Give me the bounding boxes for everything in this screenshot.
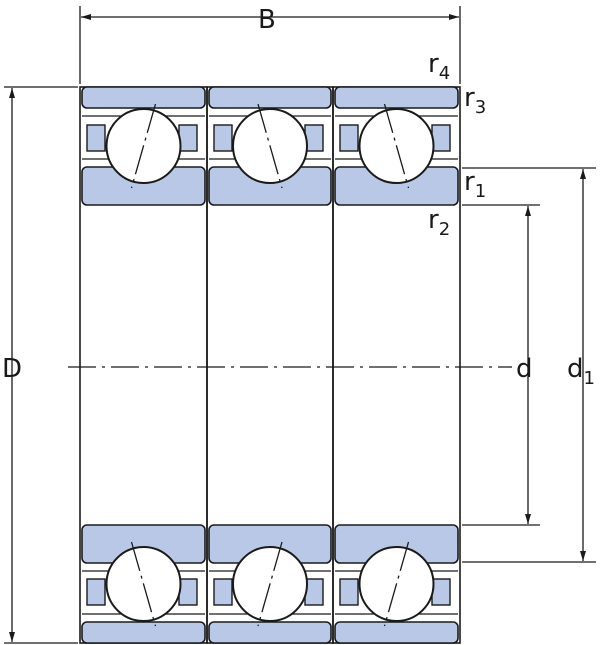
cage bbox=[178, 578, 198, 606]
label-d: d bbox=[516, 354, 533, 384]
outer-ring bbox=[334, 86, 459, 109]
contact-angle-line bbox=[257, 103, 283, 189]
outer-ring bbox=[81, 86, 206, 109]
outer-ring bbox=[208, 621, 332, 644]
outer-ring bbox=[81, 621, 206, 644]
outer-ring bbox=[208, 86, 332, 109]
contact-angle-line bbox=[383, 541, 410, 627]
label-B: B bbox=[258, 5, 276, 35]
contact-angle-line bbox=[383, 103, 410, 189]
label-D: D bbox=[2, 354, 22, 384]
label-r3: r3 bbox=[464, 83, 486, 118]
dimension-lines bbox=[4, 6, 596, 644]
contact-angle-line bbox=[130, 541, 157, 627]
cage bbox=[178, 124, 198, 152]
bearing-rows bbox=[79, 86, 461, 644]
label-r1: r1 bbox=[464, 167, 486, 202]
label-r4: r4 bbox=[428, 49, 450, 84]
label-d1: d1 bbox=[567, 354, 595, 389]
contact-angle-line bbox=[257, 541, 283, 627]
cage bbox=[431, 578, 451, 606]
label-r2: r2 bbox=[428, 205, 450, 240]
cage bbox=[339, 578, 359, 606]
cage bbox=[213, 124, 233, 152]
cage bbox=[339, 124, 359, 152]
cage bbox=[86, 578, 106, 606]
cage bbox=[86, 124, 106, 152]
cage bbox=[213, 578, 233, 606]
outer-ring bbox=[334, 621, 459, 644]
cage bbox=[431, 124, 451, 152]
contact-angle-line bbox=[130, 103, 157, 189]
